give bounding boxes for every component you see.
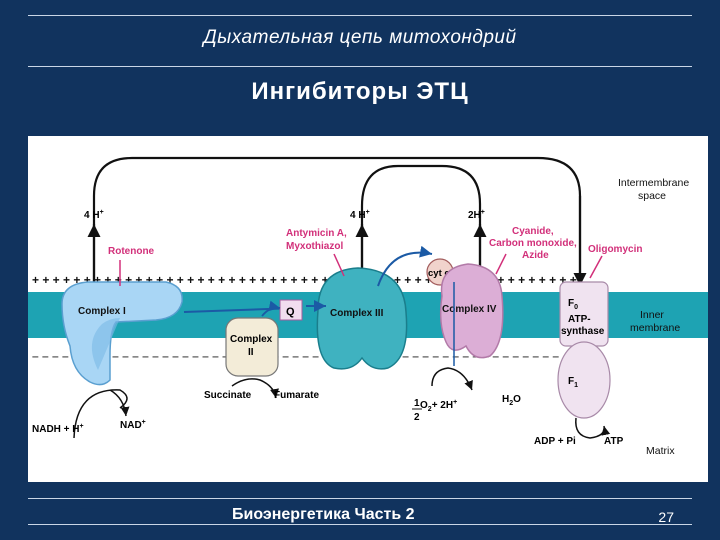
oxygen-den: 2 — [414, 412, 420, 423]
ubiquinone-label: Q — [286, 306, 295, 318]
ubiquinone-box — [279, 299, 303, 321]
atp-synthase-label: ATP- — [568, 314, 591, 325]
complex-2-label: Complex — [230, 334, 273, 345]
matrix-label: Matrix — [646, 445, 675, 457]
protons-complex3: 4 H+ — [350, 209, 370, 221]
nad-label: NAD+ — [120, 419, 146, 431]
protons-complex1: 4 H+ — [84, 209, 104, 221]
cyanide-label: Cyanide, — [512, 226, 554, 237]
intermembrane-label: Intermembrane — [618, 177, 689, 189]
nadh-arc — [73, 389, 128, 439]
proton-circuit-outer — [92, 156, 582, 286]
complex-3-label: Complex III — [330, 308, 384, 319]
f1-label: F1 — [568, 376, 578, 389]
rotenone-label: Rotenone — [108, 246, 155, 257]
nadh-label: NADH + H+ — [32, 423, 84, 435]
complex-1-arm — [91, 318, 120, 370]
footer-rule — [28, 498, 692, 499]
complex-1-label: Complex I — [78, 306, 126, 317]
footer-rule-bottom — [28, 524, 692, 525]
nad-arrow — [109, 389, 130, 417]
complex-2-shape — [225, 317, 279, 377]
cyanide-label-2: Carbon monoxide, — [489, 238, 577, 249]
atp-synthase-f1 — [557, 341, 611, 419]
title-rule-top — [28, 15, 692, 16]
oxygen-arrow — [431, 367, 473, 391]
adp-label: ADP + Pi — [534, 436, 576, 447]
etc-diagram: + + + + + + + + + + + + + + + + + + + + … — [28, 156, 708, 457]
electron-flow-c3-cytc — [377, 245, 433, 287]
cyanide-inhibit-line — [495, 253, 507, 275]
oligomycin-inhibit-line — [589, 255, 603, 279]
fumarate-label: Fumarate — [274, 390, 319, 401]
oxygen-num: 1 — [414, 398, 420, 409]
complex-4-shape — [439, 263, 504, 359]
cyanide-label-3: Azide — [522, 250, 549, 261]
antimycin-label-2: Myxothiazol — [286, 241, 343, 252]
intermembrane-label-2: space — [638, 190, 666, 202]
atp-arrow — [575, 417, 611, 439]
atp-label: ATP — [604, 436, 624, 447]
inner-membrane-label-2: membrane — [630, 322, 680, 334]
inner-membrane-label: Inner — [640, 309, 664, 321]
electron-flow-c2-q — [261, 300, 281, 317]
minus-charges: – – – – – – – – – – – – – – – – – – – – … — [32, 349, 559, 363]
slide-title: Дыхательная цепь митохондрий — [203, 27, 517, 48]
slide-subtitle: Ингибиторы ЭТЦ — [251, 78, 469, 105]
antimycin-label: Antymicin A, — [286, 228, 347, 239]
cytochrome-c-label: cyt c — [428, 268, 450, 279]
footer-text: Биоэнергетика Часть 2 — [232, 506, 415, 523]
f0-label: F0 — [568, 298, 578, 311]
oxygen-label: O2+ 2H+ — [420, 399, 457, 413]
succinate-arrow — [231, 378, 279, 399]
complex-4-label: Complex IV — [442, 304, 497, 315]
oligomycin-label: Oligomycin — [588, 244, 642, 255]
complex-2-label-2: II — [248, 347, 254, 358]
diagram-panel: + + + + + + + + + + + + + + + + + + + + … — [28, 136, 708, 482]
page-number: 27 — [658, 509, 674, 525]
antimycin-inhibit-line — [333, 253, 345, 277]
protons-complex4: 2H+ — [468, 209, 485, 221]
water-label: H2O — [502, 394, 521, 407]
complex-3-shape — [316, 267, 408, 370]
atp-synthase-label-2: synthase — [561, 326, 605, 337]
proton-circuit-inner — [360, 164, 482, 274]
title-rule-bottom — [28, 66, 692, 67]
succinate-label: Succinate — [204, 390, 252, 401]
